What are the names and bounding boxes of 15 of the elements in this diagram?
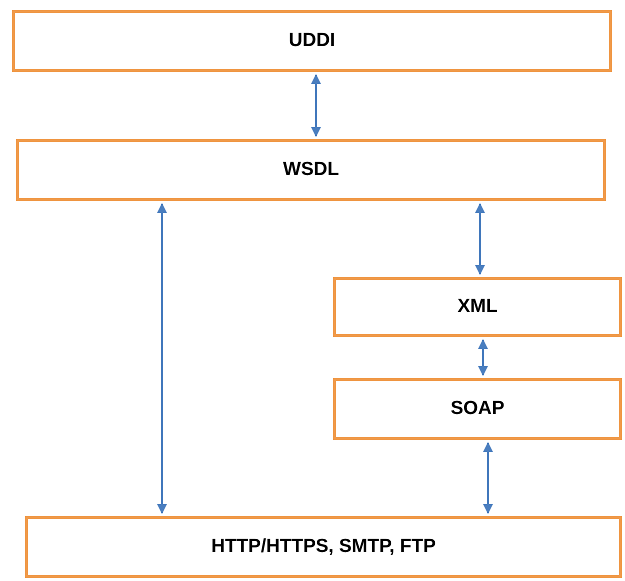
arrow [483, 442, 493, 514]
arrow [478, 339, 488, 376]
layer-box [333, 378, 622, 440]
arrow [311, 74, 321, 137]
arrow [157, 203, 167, 514]
arrow [475, 203, 485, 275]
layer-label: UDDI [288, 30, 336, 52]
layer-box [16, 139, 606, 201]
layer-box [333, 277, 622, 337]
layer-label: HTTP/HTTPS, SMTP, FTP [211, 536, 436, 558]
layer-box [12, 10, 612, 72]
layer-box [25, 516, 622, 578]
layer-label: XML [457, 296, 498, 318]
layer-label: WSDL [283, 159, 339, 181]
layer-label: SOAP [450, 398, 504, 420]
